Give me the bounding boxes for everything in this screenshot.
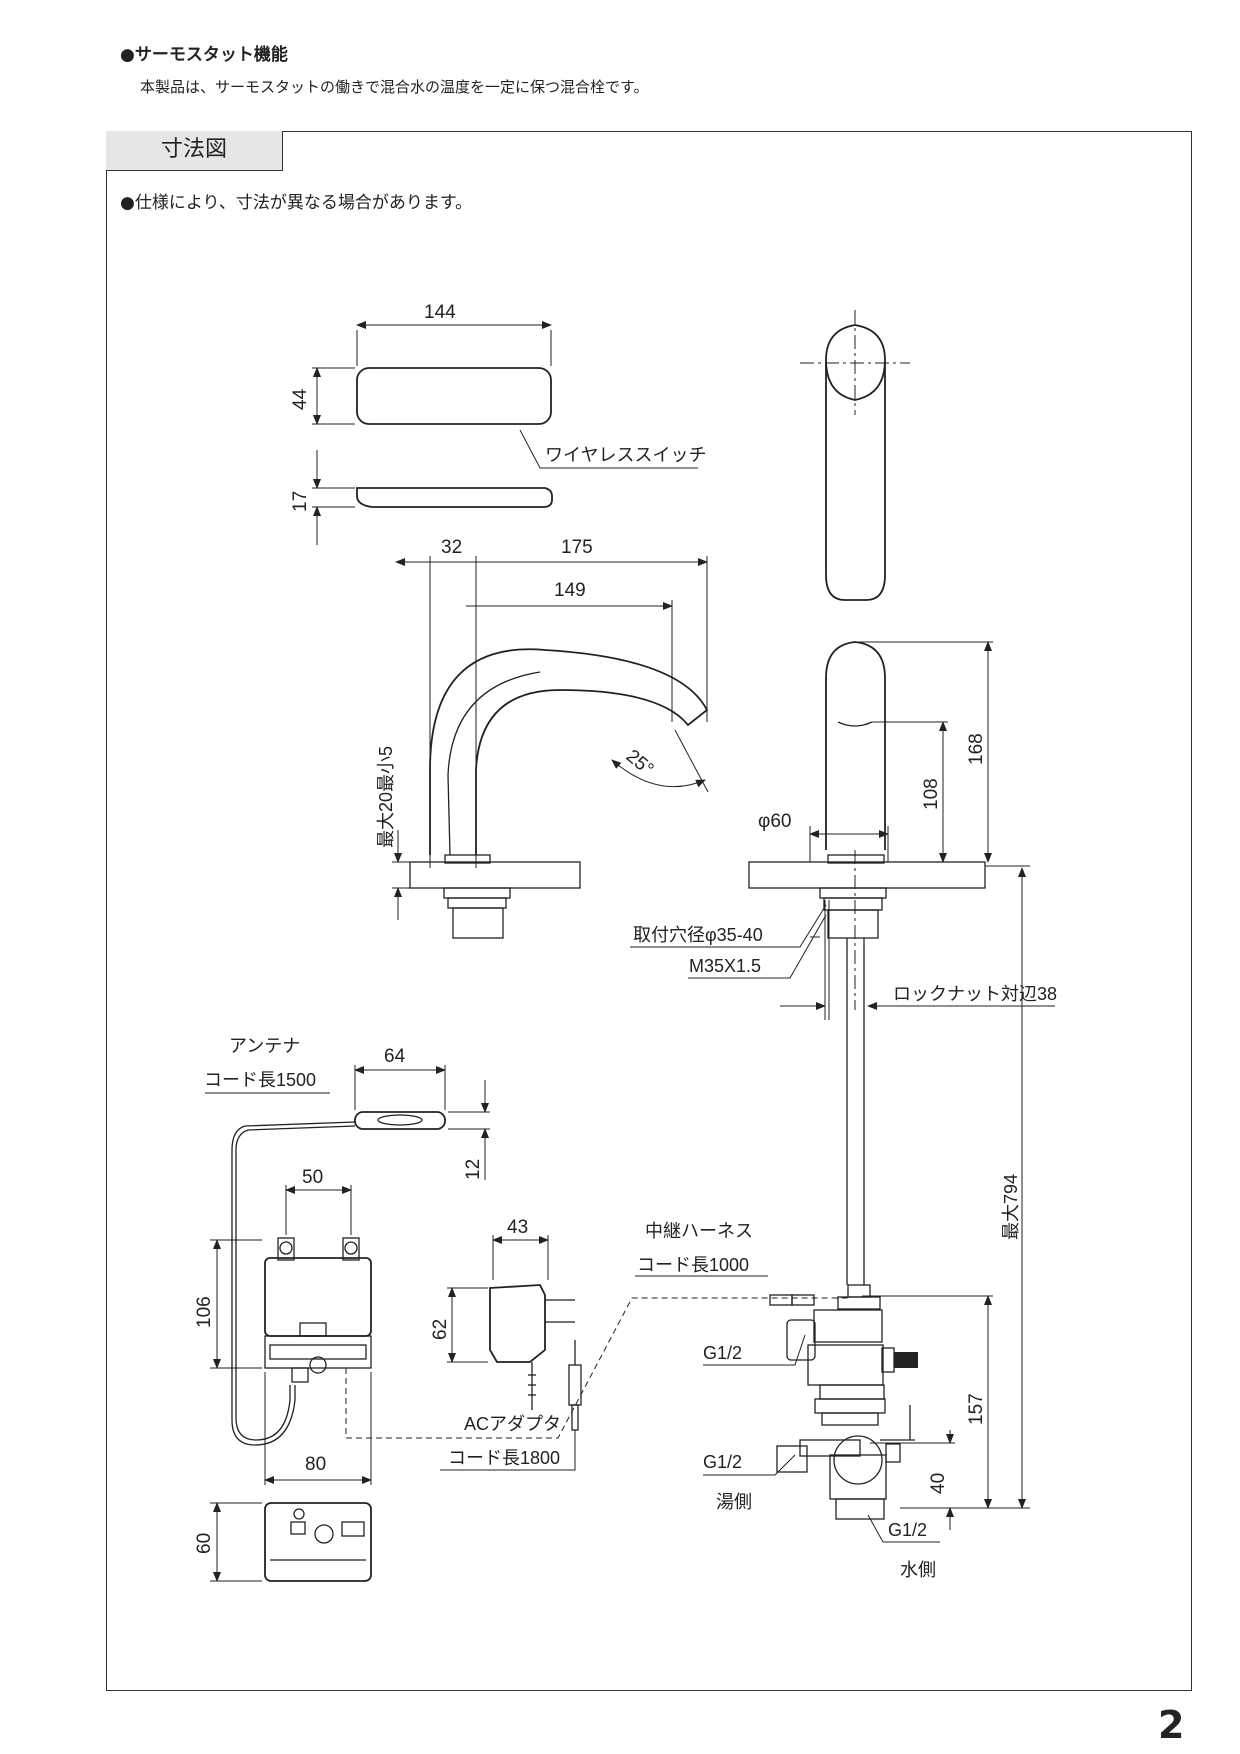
diameter-label: φ60 bbox=[758, 811, 791, 832]
ac-adapter bbox=[440, 1235, 582, 1471]
page-number: 2 bbox=[1158, 1703, 1185, 1747]
deck-thickness-range-label: 最大20最小5 bbox=[376, 746, 396, 848]
spout-angle-label: 25° bbox=[622, 746, 658, 781]
locknut-label: ロックナット対辺38 bbox=[893, 984, 1057, 1004]
wireless-switch-top bbox=[312, 321, 698, 469]
hot-thread-label: G1/2 bbox=[703, 1452, 742, 1472]
box-width-label: 80 bbox=[305, 1454, 326, 1475]
mounting-hole-label: 取付穴径φ35-40 bbox=[633, 925, 763, 945]
dim-149-label: 149 bbox=[554, 580, 586, 601]
dim-175-label: 175 bbox=[561, 537, 593, 558]
control-box bbox=[210, 1185, 850, 1485]
height-168-label: 168 bbox=[966, 733, 987, 765]
antenna-width-label: 64 bbox=[384, 1046, 406, 1067]
control-box-top bbox=[210, 1502, 372, 1582]
antenna-label: アンテナ bbox=[229, 1036, 300, 1056]
adapter-label: ACアダプタ bbox=[464, 1414, 561, 1434]
cold-thread-label: G1/2 bbox=[888, 1520, 927, 1540]
spec-note: ●仕様により、寸法が異なる場合があります。 bbox=[120, 193, 473, 213]
wireless-switch-label: ワイヤレススイッチ bbox=[545, 445, 706, 465]
valve-height-label: 157 bbox=[966, 1393, 987, 1425]
box-hole-pitch-label: 50 bbox=[302, 1167, 323, 1188]
harness-cord-label: コード長1000 bbox=[637, 1255, 749, 1275]
wireless-switch-side bbox=[312, 450, 553, 545]
upper-thread-label: G1/2 bbox=[703, 1343, 742, 1363]
dim-32-label: 32 bbox=[441, 537, 462, 558]
dimension-drawing-frame bbox=[106, 131, 1192, 1691]
box-height-label: 106 bbox=[194, 1296, 215, 1328]
thread-size-label: M35X1.5 bbox=[689, 956, 761, 976]
antenna bbox=[205, 1065, 490, 1446]
faucet-front-view bbox=[748, 310, 1030, 1530]
section-tab: 寸法図 bbox=[106, 131, 283, 171]
feature-title: ●サーモスタット機能 bbox=[120, 45, 288, 65]
max-length-label: 最大794 bbox=[1001, 1174, 1021, 1240]
outlet-height-label: 40 bbox=[928, 1473, 949, 1494]
faucet-side-view bbox=[392, 556, 709, 939]
switch-height-label: 44 bbox=[290, 388, 311, 410]
switch-thickness-label: 17 bbox=[290, 491, 311, 512]
adapter-height-label: 62 bbox=[430, 1319, 451, 1340]
antenna-height-label: 12 bbox=[463, 1159, 484, 1180]
feature-description: 本製品は、サーモスタットの働きで混合水の温度を一定に保つ混合栓です。 bbox=[140, 78, 649, 96]
cold-side-label: 水側 bbox=[900, 1560, 936, 1580]
box-depth-label: 60 bbox=[194, 1533, 215, 1554]
harness-label: 中継ハーネス bbox=[645, 1221, 753, 1241]
antenna-cord-label: コード長1500 bbox=[204, 1070, 316, 1090]
relay-harness bbox=[635, 1275, 815, 1306]
hot-side-label: 湯側 bbox=[716, 1492, 752, 1512]
adapter-cord-label: コード長1800 bbox=[448, 1448, 560, 1468]
height-108-label: 108 bbox=[921, 778, 942, 810]
switch-width-label: 144 bbox=[424, 302, 456, 323]
adapter-width-label: 43 bbox=[507, 1217, 528, 1238]
